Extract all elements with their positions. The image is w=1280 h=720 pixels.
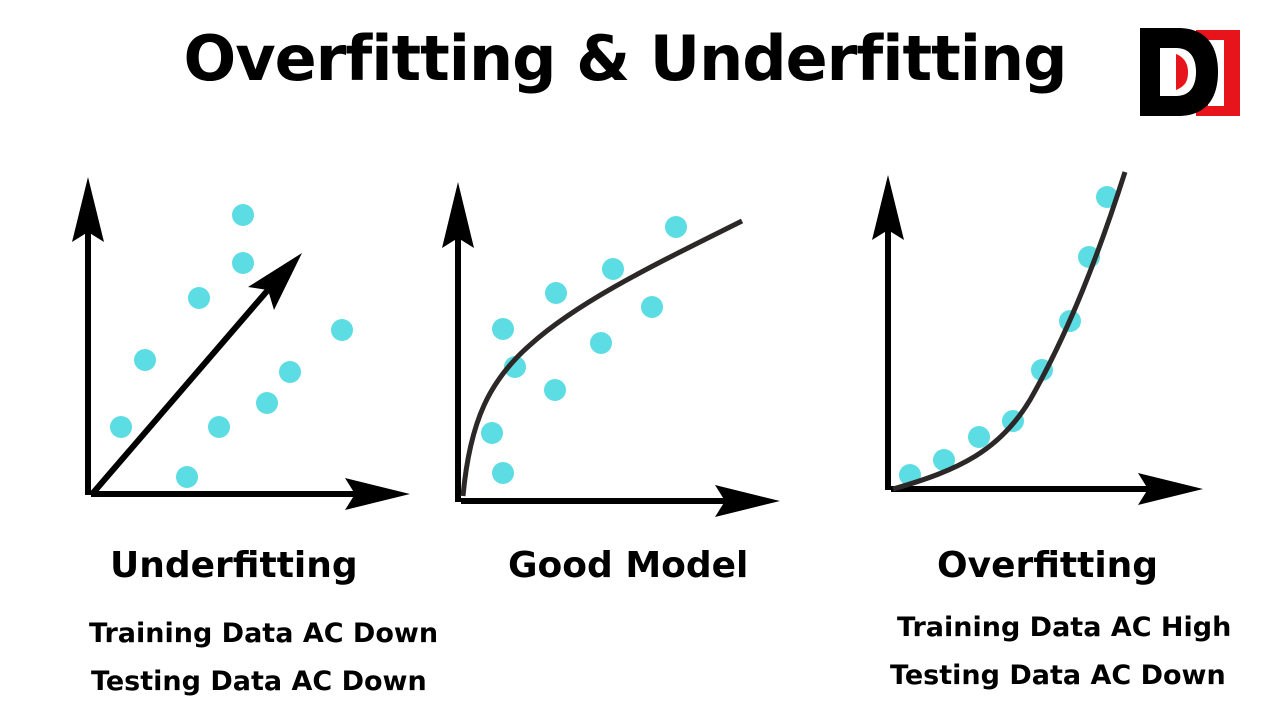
- good-model-title: Good Model: [508, 545, 749, 586]
- d-logo-icon: [1140, 28, 1240, 116]
- underfitting-training-text: Training Data AC Down: [89, 618, 439, 649]
- fit-line-arrow-icon: [248, 253, 302, 310]
- fit-curve: [892, 171, 1128, 492]
- x-axis-arrow-icon: [715, 485, 780, 517]
- data-points: [481, 216, 687, 484]
- data-points: [110, 204, 353, 488]
- page-title: Overfitting & Underfitting: [183, 22, 1067, 95]
- underfitting-chart: [72, 177, 410, 510]
- data-points: [899, 186, 1118, 486]
- x-axis-arrow-icon: [1138, 473, 1203, 505]
- y-axis-arrow-icon: [442, 182, 474, 248]
- overfitting-testing-text: Testing Data AC Down: [890, 660, 1226, 691]
- good-model-chart: [442, 182, 780, 517]
- underfitting-title: Underfitting: [110, 545, 358, 586]
- fit-curve: [460, 218, 744, 497]
- x-axis-arrow-icon: [345, 478, 410, 510]
- fit-line: [90, 274, 283, 495]
- y-axis-arrow-icon: [872, 175, 904, 240]
- overfitting-chart: [872, 171, 1203, 505]
- y-axis-arrow-icon: [72, 177, 104, 242]
- overfitting-training-text: Training Data AC High: [897, 612, 1232, 643]
- underfitting-testing-text: Testing Data AC Down: [91, 666, 427, 697]
- overfitting-title: Overfitting: [937, 545, 1159, 586]
